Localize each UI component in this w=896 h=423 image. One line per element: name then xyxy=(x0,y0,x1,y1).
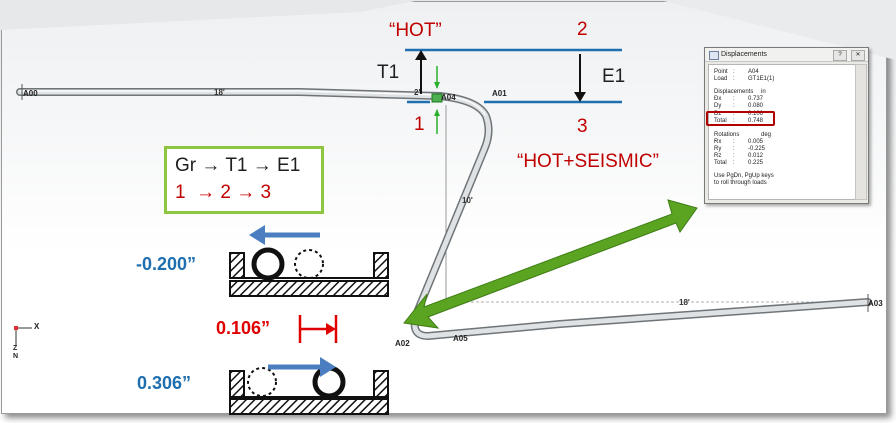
window-icon xyxy=(709,51,719,60)
slide-frame xyxy=(1,1,887,414)
e1-label: E1 xyxy=(602,66,626,87)
support-up-arrowhead xyxy=(434,82,440,89)
state-1-label: 1 xyxy=(414,114,425,135)
displacement-left-value: -0.200” xyxy=(136,254,197,274)
node-label-a05: A05 xyxy=(453,334,468,343)
displacement-right-value: 0.306” xyxy=(137,373,192,393)
t1-label: T1 xyxy=(377,62,400,83)
sequence-states: 1 → 2 → 3 xyxy=(175,182,272,203)
total-displacement-label: Total xyxy=(714,118,727,124)
total-rotation-value: 0.225 xyxy=(748,160,764,166)
gap-dimension-arrowhead xyxy=(326,323,336,335)
node-label-a01: A01 xyxy=(492,89,507,98)
hint-line-2: to roll through loads xyxy=(714,180,767,186)
dialog-titlebar[interactable]: Displacements ? ✕ xyxy=(705,48,868,62)
background-streak xyxy=(660,0,896,60)
load-value: GT1E1(1) xyxy=(748,76,775,82)
t1-arrowhead xyxy=(415,50,427,60)
rx-label: Rx xyxy=(714,139,722,145)
point-label: Point xyxy=(714,69,728,75)
dialog-scrollbar[interactable] xyxy=(855,64,867,200)
support-symbol xyxy=(431,93,443,103)
sequence-cases: Gr → T1 → E1 xyxy=(175,155,301,176)
rz-label: Rz xyxy=(714,153,722,159)
support-sketch-lower xyxy=(229,365,389,415)
total-rotation-label: Total xyxy=(714,160,727,166)
point-value: A04 xyxy=(748,69,759,75)
dy-value: 0.080 xyxy=(748,103,764,109)
dz-label: Dz xyxy=(714,111,722,117)
support-down-arrowhead xyxy=(434,109,440,116)
dim-label: 18' xyxy=(214,88,225,97)
rx-value: 0.005 xyxy=(748,139,764,145)
rotations-header-label: Rotations - xyxy=(714,132,740,144)
background-streak xyxy=(0,0,420,30)
node-label-a00: A00 xyxy=(23,89,38,98)
axis-n-label: N xyxy=(13,353,19,360)
total-displacement-value: 0.748 xyxy=(748,118,764,124)
support-sketch-upper xyxy=(229,247,389,297)
dim-label: 10' xyxy=(462,196,473,205)
node-label-a02: A02 xyxy=(395,339,410,348)
dz-value: 0.106 xyxy=(748,111,764,117)
displacements-unit: in xyxy=(761,89,766,95)
displacements-header-label: Displacements - xyxy=(714,89,754,101)
ry-value: -0.225 xyxy=(748,146,766,152)
gap-value: 0.106” xyxy=(216,318,271,338)
shift-left-arrowhead xyxy=(249,225,265,245)
dx-value: 0.737 xyxy=(748,96,764,102)
e1-arrowhead xyxy=(574,92,586,102)
axis-x-label: X xyxy=(34,322,40,331)
dim-label: 18' xyxy=(679,298,690,307)
rotations-unit: deg xyxy=(761,132,772,138)
dx-label: Dx xyxy=(714,96,722,102)
state-3-label: 3 xyxy=(577,116,588,137)
axis-triad xyxy=(14,326,32,345)
dialog-content: Point : A04 Load : GT1E1(1) Displacement… xyxy=(708,64,856,200)
dz-highlight-box xyxy=(706,111,775,126)
shift-right-arrowhead xyxy=(320,357,336,377)
dy-label: Dy xyxy=(714,103,722,109)
callout-double-arrow xyxy=(403,199,698,329)
load-label: Load xyxy=(714,76,728,82)
axis-z-label: Z xyxy=(13,345,18,352)
load-sequence-box: Gr → T1 → E1 1 → 2 → 3 xyxy=(164,146,324,214)
dim-label: 2' xyxy=(414,88,421,97)
ry-label: Ry xyxy=(714,146,722,152)
help-button[interactable]: ? xyxy=(833,50,847,61)
state-2-label: 2 xyxy=(577,19,588,40)
hint-line-1: Use PgDn, PgUp keys xyxy=(714,173,774,179)
rz-value: 0.012 xyxy=(748,153,764,159)
node-label-a04: A04 xyxy=(441,93,456,102)
close-button[interactable]: ✕ xyxy=(851,50,865,61)
dialog-title: Displacements xyxy=(721,51,767,58)
hot-seismic-label: “HOT+SEISMIC” xyxy=(517,151,659,172)
hot-label: “HOT” xyxy=(389,20,442,41)
node-label-a03: A03 xyxy=(868,299,883,308)
